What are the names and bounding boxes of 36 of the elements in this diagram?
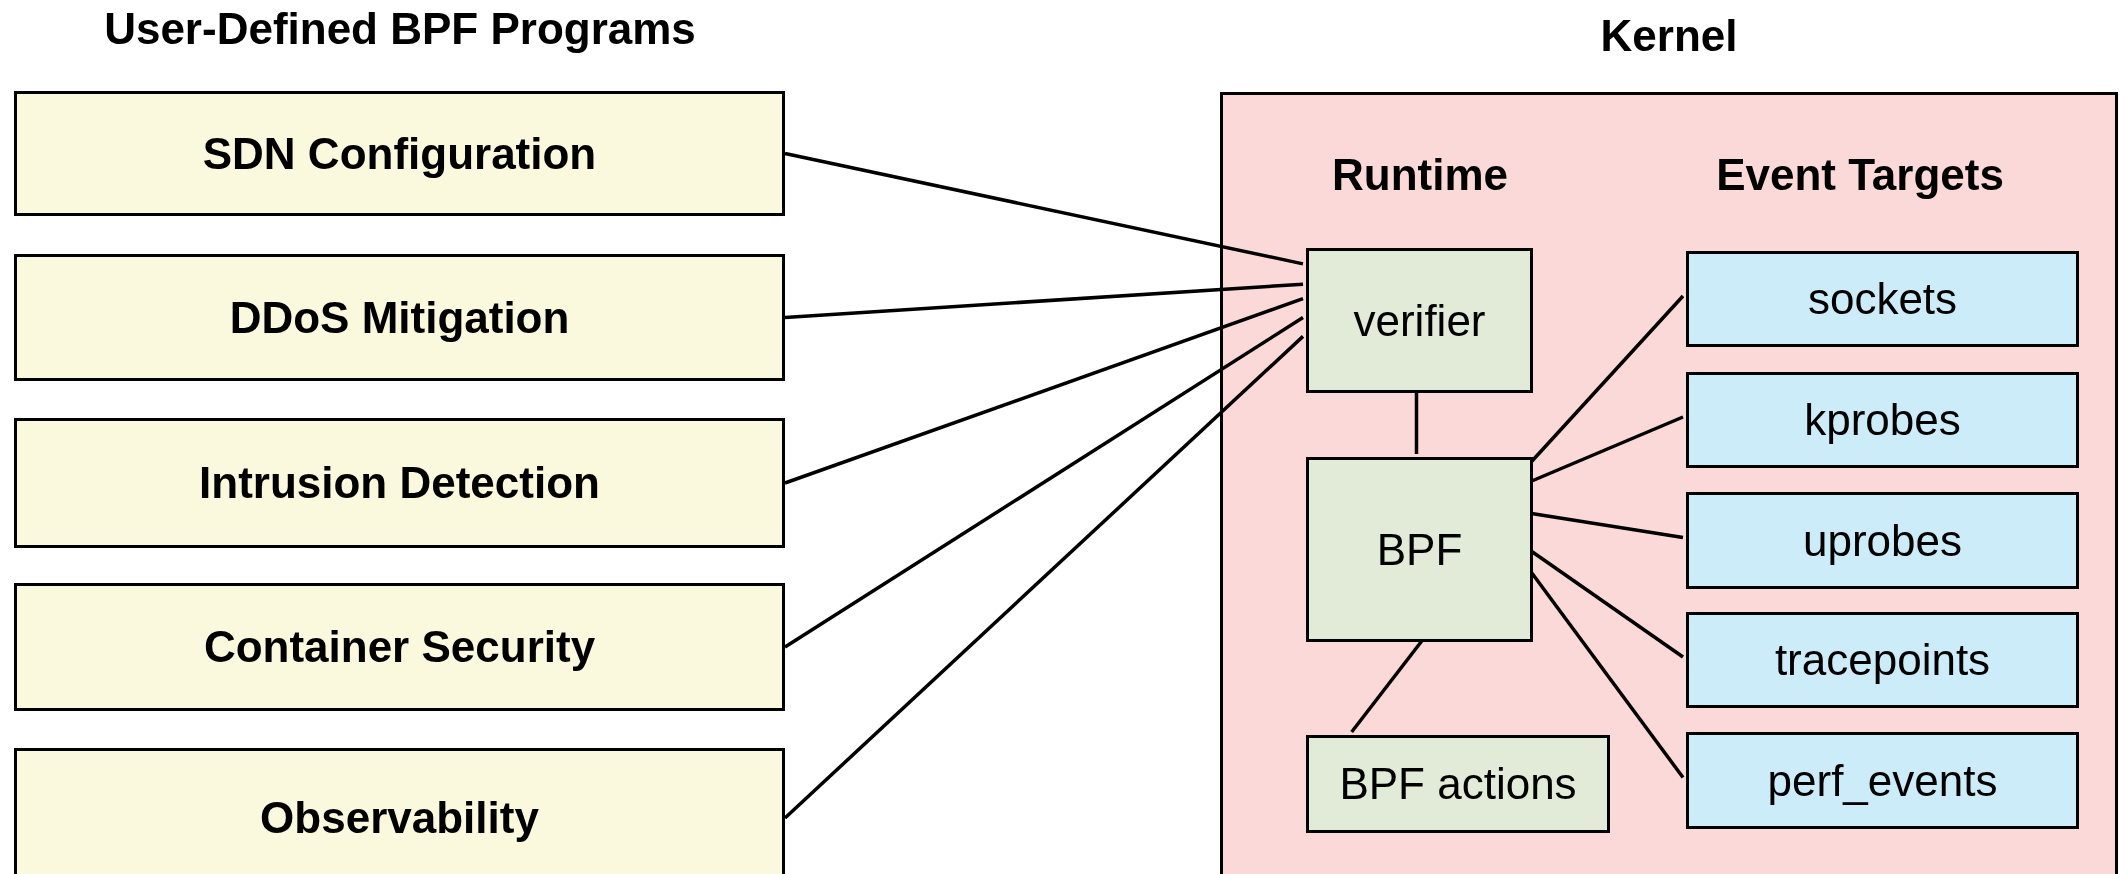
target-box bbox=[1686, 492, 2079, 589]
target-box bbox=[1686, 372, 2079, 468]
box-label: uprobes bbox=[1803, 515, 1962, 566]
box-label: Intrusion Detection bbox=[199, 458, 600, 508]
runtime-box bbox=[1306, 735, 1610, 833]
column-heading: User-Defined BPF Programs bbox=[103, 4, 697, 54]
target-box bbox=[1686, 612, 2079, 708]
target-box bbox=[1686, 732, 2079, 829]
box-label: sockets bbox=[1807, 274, 1958, 324]
box-label: BPF bbox=[1376, 524, 1463, 575]
box-label: verifier bbox=[1353, 295, 1486, 346]
box-label: SDN Configuration bbox=[202, 128, 597, 179]
program-box bbox=[14, 91, 785, 216]
box-label: tracepoints bbox=[1774, 635, 1991, 685]
connector-line bbox=[784, 316, 1304, 649]
program-box bbox=[14, 254, 785, 381]
box-label: Observability bbox=[260, 793, 539, 843]
box-label: kprobes bbox=[1804, 395, 1961, 445]
connector-line bbox=[784, 151, 1304, 266]
connector-line bbox=[783, 335, 1305, 820]
box-label: DDoS Mitigation bbox=[229, 292, 570, 343]
column-heading: Runtime bbox=[1331, 150, 1509, 200]
runtime-box bbox=[1306, 457, 1533, 642]
column-heading: Event Targets bbox=[1715, 150, 2005, 200]
runtime-box bbox=[1306, 248, 1533, 393]
program-box bbox=[14, 748, 785, 874]
box-label: Container Security bbox=[203, 622, 596, 672]
box-label: BPF actions bbox=[1339, 759, 1577, 809]
program-box bbox=[14, 418, 785, 548]
connector-line bbox=[1414, 390, 1419, 454]
panel-heading: Kernel bbox=[1599, 11, 1739, 61]
connector-line bbox=[784, 282, 1304, 320]
target-box bbox=[1686, 251, 2079, 347]
box-label: perf_events bbox=[1767, 755, 1998, 806]
program-box bbox=[14, 583, 785, 711]
connector-line bbox=[784, 297, 1304, 485]
